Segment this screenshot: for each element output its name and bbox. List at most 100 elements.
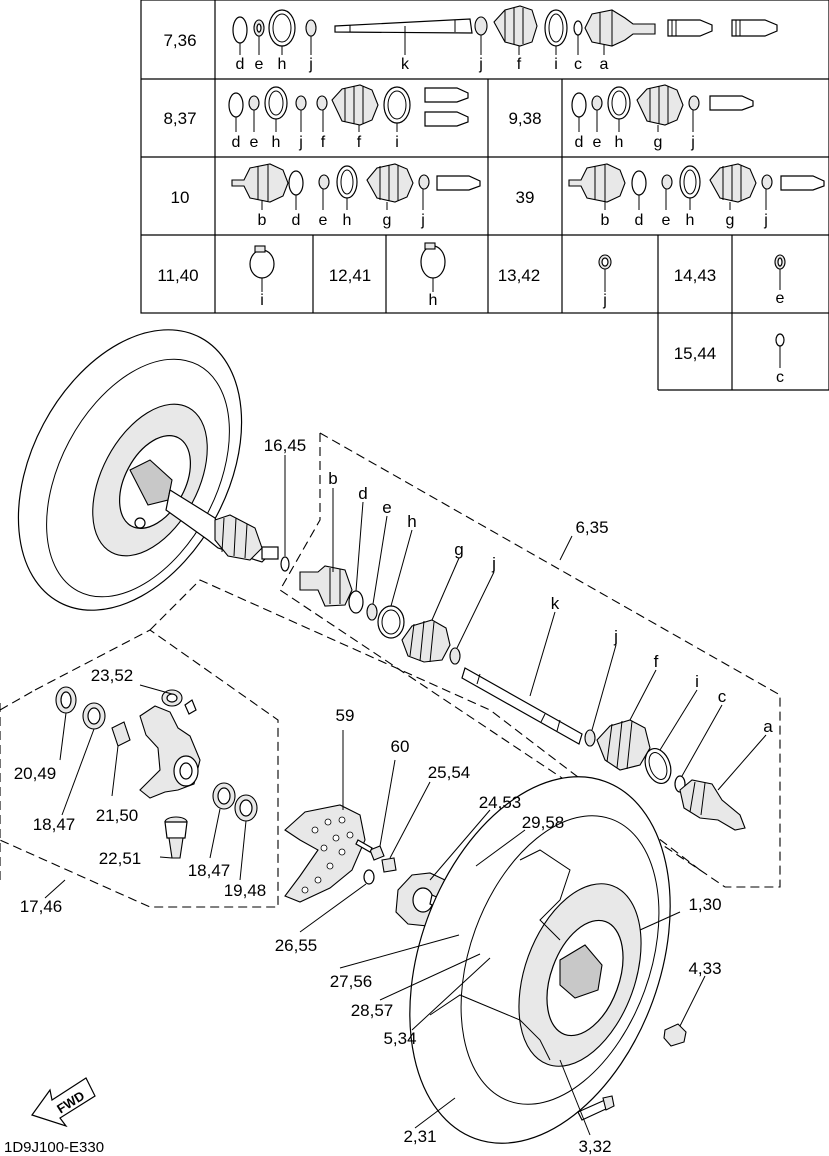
knuckle-parts <box>55 686 258 859</box>
callout-leaders <box>44 455 767 1136</box>
kit-39-letter-4: h <box>686 212 695 229</box>
kit-9-38-letter-1: d <box>575 134 584 151</box>
callout-g: g <box>454 540 463 559</box>
callout-e: e <box>382 498 391 517</box>
fwd-arrow-icon: FWD <box>31 1077 96 1128</box>
callout-c: c <box>718 687 727 706</box>
kit-8-37-letter-1: d <box>232 134 241 151</box>
drive-shaft-parts <box>280 556 746 831</box>
kit-7-36-letter-3: h <box>278 56 287 73</box>
kit-8-37-letter-6: f <box>357 134 362 151</box>
callout-f: f <box>654 652 659 671</box>
callout-d: d <box>358 484 367 503</box>
kit-7-36-letter-10: a <box>600 56 609 73</box>
callout-k: k <box>551 594 560 613</box>
callout-59: 59 <box>336 706 355 725</box>
callout-18-47-upper: 18,47 <box>33 815 76 834</box>
kit-10-letter-6: j <box>420 212 425 229</box>
kit-10-letter-1: b <box>258 212 267 229</box>
kit-row-10-parts <box>231 163 481 203</box>
kit-ref-10: 10 <box>171 188 190 207</box>
callout-20-49: 20,49 <box>14 764 57 783</box>
kit-ref-15-44: 15,44 <box>674 344 717 363</box>
kit-7-36-letter-8: i <box>554 56 558 73</box>
kit-row-7-36-parts <box>232 5 778 47</box>
callout-1-30: 1,30 <box>688 895 721 914</box>
kit-7-36-letter-1: d <box>236 56 245 73</box>
kit-row-single-parts <box>249 242 786 368</box>
kit-39-letter-2: d <box>635 212 644 229</box>
callout-6-35: 6,35 <box>575 518 608 537</box>
kit-13-42-letter: j <box>602 292 607 309</box>
callout-b: b <box>328 469 337 488</box>
kit-39-letter-3: e <box>662 212 671 229</box>
kit-12-41-letter: h <box>429 292 438 309</box>
kit-ref-7-36: 7,36 <box>163 31 196 50</box>
callout-24-53: 24,53 <box>479 793 522 812</box>
callout-18-47-lower: 18,47 <box>188 861 231 880</box>
callout-j-outer: j <box>491 554 496 573</box>
upper-wheel <box>17 329 279 611</box>
callout-2-31: 2,31 <box>403 1127 436 1146</box>
callout-25-54: 25,54 <box>428 763 471 782</box>
kit-row-8-37-parts <box>228 84 469 127</box>
kit-39-letter-6: j <box>763 212 768 229</box>
kit-10-letter-4: h <box>343 212 352 229</box>
callout-23-52: 23,52 <box>91 666 134 685</box>
kit-39-letter-1: b <box>601 212 610 229</box>
callout-26-55: 26,55 <box>275 936 318 955</box>
kit-7-36-letter-7: f <box>517 56 522 73</box>
kit-table: 7,36 8,37 9,38 10 39 11,40 12,41 13,42 1… <box>140 0 829 391</box>
kit-row-9-38-parts <box>571 84 754 126</box>
kit-row-39-parts <box>568 163 825 203</box>
kit-ref-9-38: 9,38 <box>508 109 541 128</box>
kit-ref-13-42: 13,42 <box>498 266 541 285</box>
kit-ref-8-37: 8,37 <box>163 109 196 128</box>
shaft-assembly-boundary <box>279 432 781 888</box>
kit-9-38-letter-3: h <box>615 134 624 151</box>
kit-11-40-letter: i <box>260 292 264 309</box>
callout-27-56: 27,56 <box>330 972 373 991</box>
kit-10-letter-3: e <box>319 212 328 229</box>
kit-39-letter-5: g <box>726 212 735 229</box>
kit-10-letter-5: g <box>383 212 392 229</box>
kit-9-38-letter-2: e <box>593 134 602 151</box>
kit-ref-39: 39 <box>516 188 535 207</box>
callout-19-48: 19,48 <box>224 881 267 900</box>
callout-16-45: 16,45 <box>264 436 307 455</box>
kit-7-36-letter-5: k <box>401 56 410 73</box>
kit-9-38-letter-4: g <box>654 134 663 151</box>
callout-28-57: 28,57 <box>351 1001 394 1020</box>
kit-7-36-letter-6: j <box>478 56 483 73</box>
callout-a: a <box>763 717 773 736</box>
kit-ref-12-41: 12,41 <box>329 266 372 285</box>
callout-4-33: 4,33 <box>688 959 721 978</box>
callout-j-inner: j <box>613 627 618 646</box>
kit-10-letter-2: d <box>292 212 301 229</box>
callout-17-46: 17,46 <box>20 897 63 916</box>
lower-wheel <box>409 776 687 1144</box>
kit-15-44-letter: c <box>776 369 784 386</box>
callout-22-51: 22,51 <box>99 849 142 868</box>
callout-60: 60 <box>391 737 410 756</box>
callout-5-34: 5,34 <box>383 1029 416 1048</box>
diagram-code: 1D9J100-E330 <box>4 1139 104 1156</box>
kit-8-37-letter-2: e <box>250 134 259 151</box>
callout-3-32: 3,32 <box>578 1137 611 1156</box>
kit-7-36-letter-9: c <box>574 56 582 73</box>
kit-8-37-letter-5: f <box>321 134 326 151</box>
kit-7-36-letter-2: e <box>255 56 264 73</box>
kit-ref-14-43: 14,43 <box>674 266 717 285</box>
callout-h: h <box>407 512 416 531</box>
kit-9-38-letter-5: j <box>690 134 695 151</box>
kit-8-37-letter-7: i <box>395 134 399 151</box>
kit-7-36-letter-4: j <box>308 56 313 73</box>
kit-8-37-letter-3: h <box>272 134 281 151</box>
callout-21-50: 21,50 <box>96 806 139 825</box>
callout-29-58: 29,58 <box>522 813 565 832</box>
kit-ref-11-40: 11,40 <box>157 266 198 285</box>
kit-8-37-letter-4: j <box>298 134 303 151</box>
kit-14-43-letter: e <box>776 290 785 307</box>
callout-i: i <box>695 672 699 691</box>
